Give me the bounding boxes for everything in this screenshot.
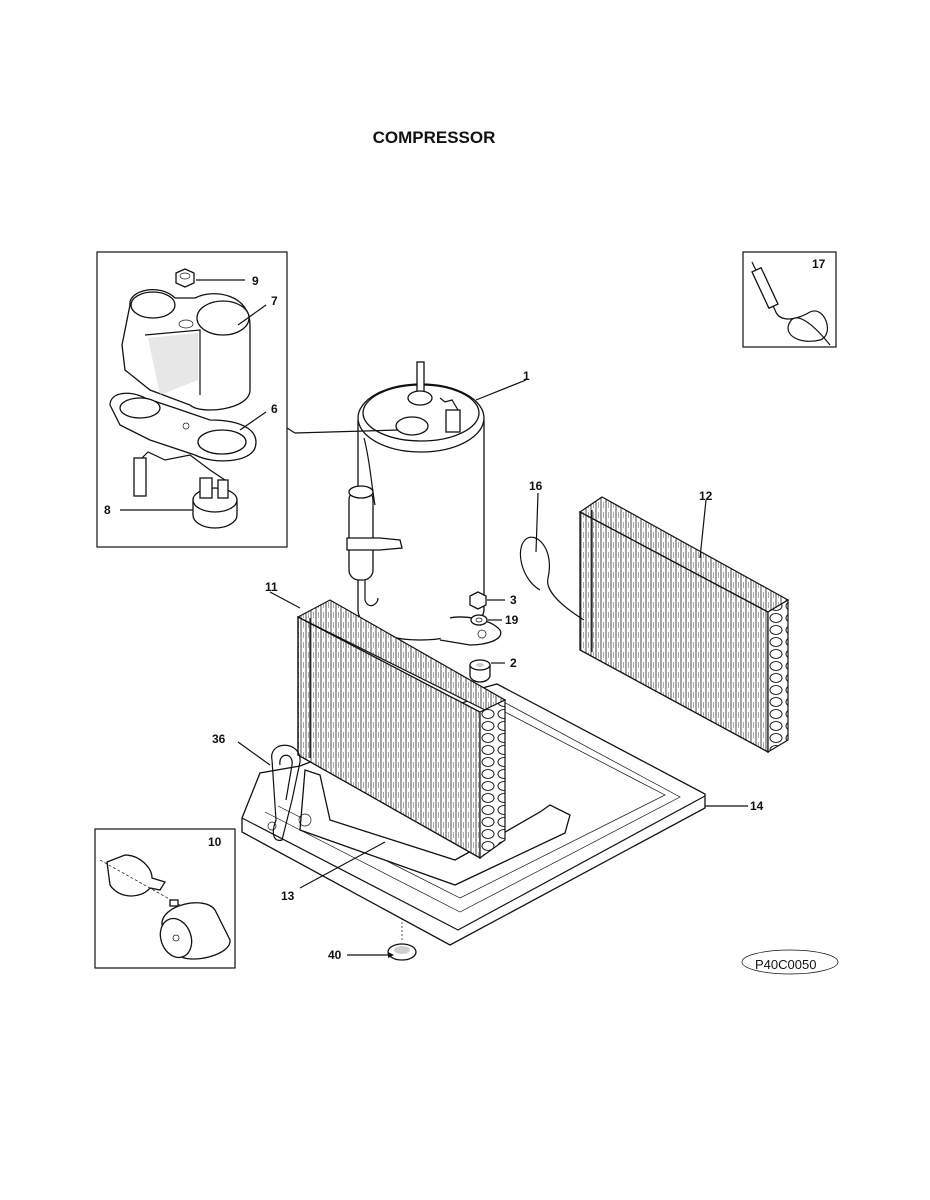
callout-6: 6 [271,402,278,416]
inset-frame-bottom-left [94,828,236,969]
inset-frame-top-left [96,251,288,548]
callout-10: 10 [208,835,222,849]
inset-leader-line [286,427,399,434]
callout-2: 2 [510,656,517,670]
terminal-cover-part-7 [121,289,251,411]
callout-11: 11 [265,580,278,594]
callout-3: 3 [510,593,517,607]
callout-12: 12 [699,489,713,503]
diagram-title: COMPRESSOR [373,128,496,147]
inset-terminal-cover: 9 7 6 8 [96,251,288,548]
inset-capacitor: 10 [94,828,236,969]
callout-36: 36 [212,732,226,746]
washer-part-19: 19 [470,613,519,627]
drawing-code-stamp: P40C0050 [741,949,839,975]
overload-protector-part-8 [133,451,238,529]
callout-17: 17 [812,257,826,271]
drawing-code: P40C0050 [755,957,816,972]
callout-8: 8 [104,503,111,517]
callout-14: 14 [750,799,764,813]
callout-19: 19 [505,613,519,627]
inset-frame-top-right [742,251,837,348]
condenser-coil-part-12: 12 [578,489,790,754]
callout-7: 7 [271,294,278,308]
compressor-part-1: 1 [346,361,530,646]
callout-1: 1 [523,369,530,383]
drain-plug-part-40: 40 [328,918,417,962]
clip-part-36: 36 [212,732,301,841]
callout-9: 9 [252,274,259,288]
nut-part-9 [175,268,195,288]
callout-16: 16 [529,479,543,493]
inset-sensor-wire: 17 [742,251,837,348]
evaporator-coil-part-11: 11 [265,580,507,860]
capillary-tube-part-16: 16 [519,479,585,621]
callout-13: 13 [281,889,295,903]
leader-13 [299,841,386,889]
gasket-part-6 [109,392,257,462]
grommet-part-2: 2 [469,656,517,683]
callout-40: 40 [328,948,342,962]
nut-part-3: 3 [469,591,517,610]
